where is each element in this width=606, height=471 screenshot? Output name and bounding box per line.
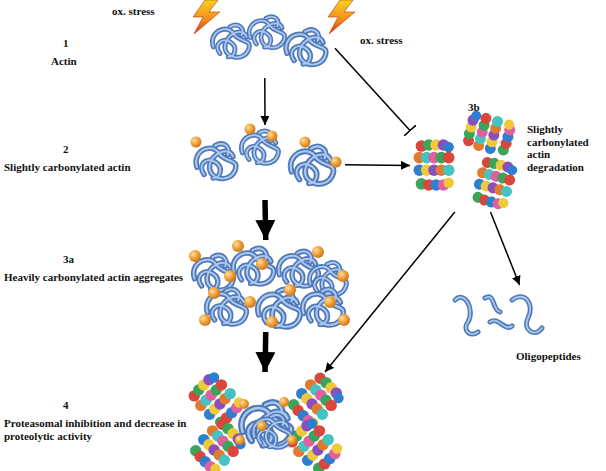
- slightly-carbonylated-actin: [191, 124, 342, 184]
- process-arrow: [262, 200, 268, 240]
- heavily-carbonylated-aggregates: [189, 240, 350, 328]
- process-arrow: [345, 164, 410, 166]
- stage-box: 3bSlightly carbonylated actin degradatio…: [410, 115, 525, 212]
- inhibited-proteasome-complex: [184, 368, 348, 471]
- process-arrow: [264, 78, 266, 125]
- native-actin: [212, 17, 326, 65]
- stress-label: ox. stress: [112, 5, 182, 18]
- step-number: 2: [63, 143, 87, 156]
- stage-box: 1Actin: [200, 12, 335, 78]
- proteasomes-3b: [414, 109, 520, 212]
- step-number: 4: [63, 399, 87, 412]
- process-arrow: [325, 212, 455, 372]
- step-number: 3a: [63, 253, 87, 266]
- stage-label: Oligopeptides: [516, 350, 604, 363]
- step-number: 1: [63, 37, 87, 50]
- process-arrow: [262, 332, 268, 372]
- process-arrow: [491, 212, 520, 285]
- step-number: 3b: [468, 101, 498, 114]
- stage-box: Oligopeptides: [445, 285, 550, 345]
- stage-label: Heavily carbonylated actin aggregates: [4, 271, 204, 284]
- inhibition-line: [335, 48, 410, 130]
- stage-label: Proteasomal inhibition and decrease in p…: [4, 417, 190, 442]
- stage-label: Slightly carbonylated actin: [4, 161, 184, 174]
- stage-box: 3aHeavily carbonylated actin aggregates: [180, 240, 355, 332]
- stage-box: 2Slightly carbonylated actin: [185, 125, 345, 200]
- stress-label: ox. stress: [360, 34, 430, 47]
- stage-box: 4Proteasomal inhibition and decrease in …: [185, 372, 345, 471]
- stage-label: Slightly carbonylated actin degradation: [527, 123, 605, 174]
- oligopeptide-fragments: [455, 297, 542, 334]
- stage-label: Actin: [51, 55, 141, 68]
